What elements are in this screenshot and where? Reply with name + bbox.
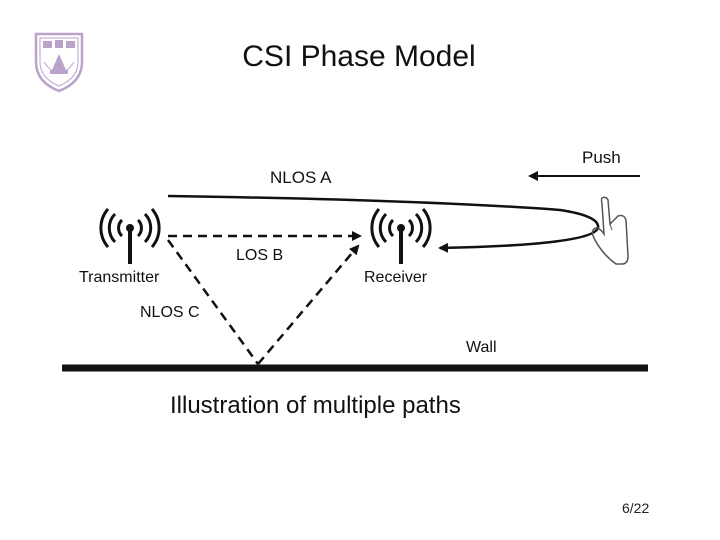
transmitter-label: Transmitter	[79, 269, 160, 286]
nlos-c-path-down	[166, 239, 260, 365]
nlos-c-label: NLOS C	[140, 304, 200, 321]
receiver-label: Receiver	[364, 269, 428, 286]
wall-label: Wall	[466, 339, 497, 356]
push-label: Push	[582, 148, 621, 167]
hand-icon	[591, 196, 629, 265]
page-number: 6/22	[622, 500, 650, 516]
nlos-a-path	[167, 194, 600, 253]
nlos-a-label: NLOS A	[270, 168, 332, 187]
los-b-label: LOS B	[236, 247, 284, 264]
nlos-c-path-up	[257, 244, 360, 365]
figure-caption: Illustration of multiple paths	[170, 392, 461, 419]
antenna-icon	[99, 208, 161, 264]
slide-title-text: CSI Phase Model	[242, 40, 476, 73]
antenna-icon	[370, 208, 432, 264]
university-seal-icon	[30, 28, 88, 94]
slide-title: CSI Phase Model	[0, 40, 720, 74]
